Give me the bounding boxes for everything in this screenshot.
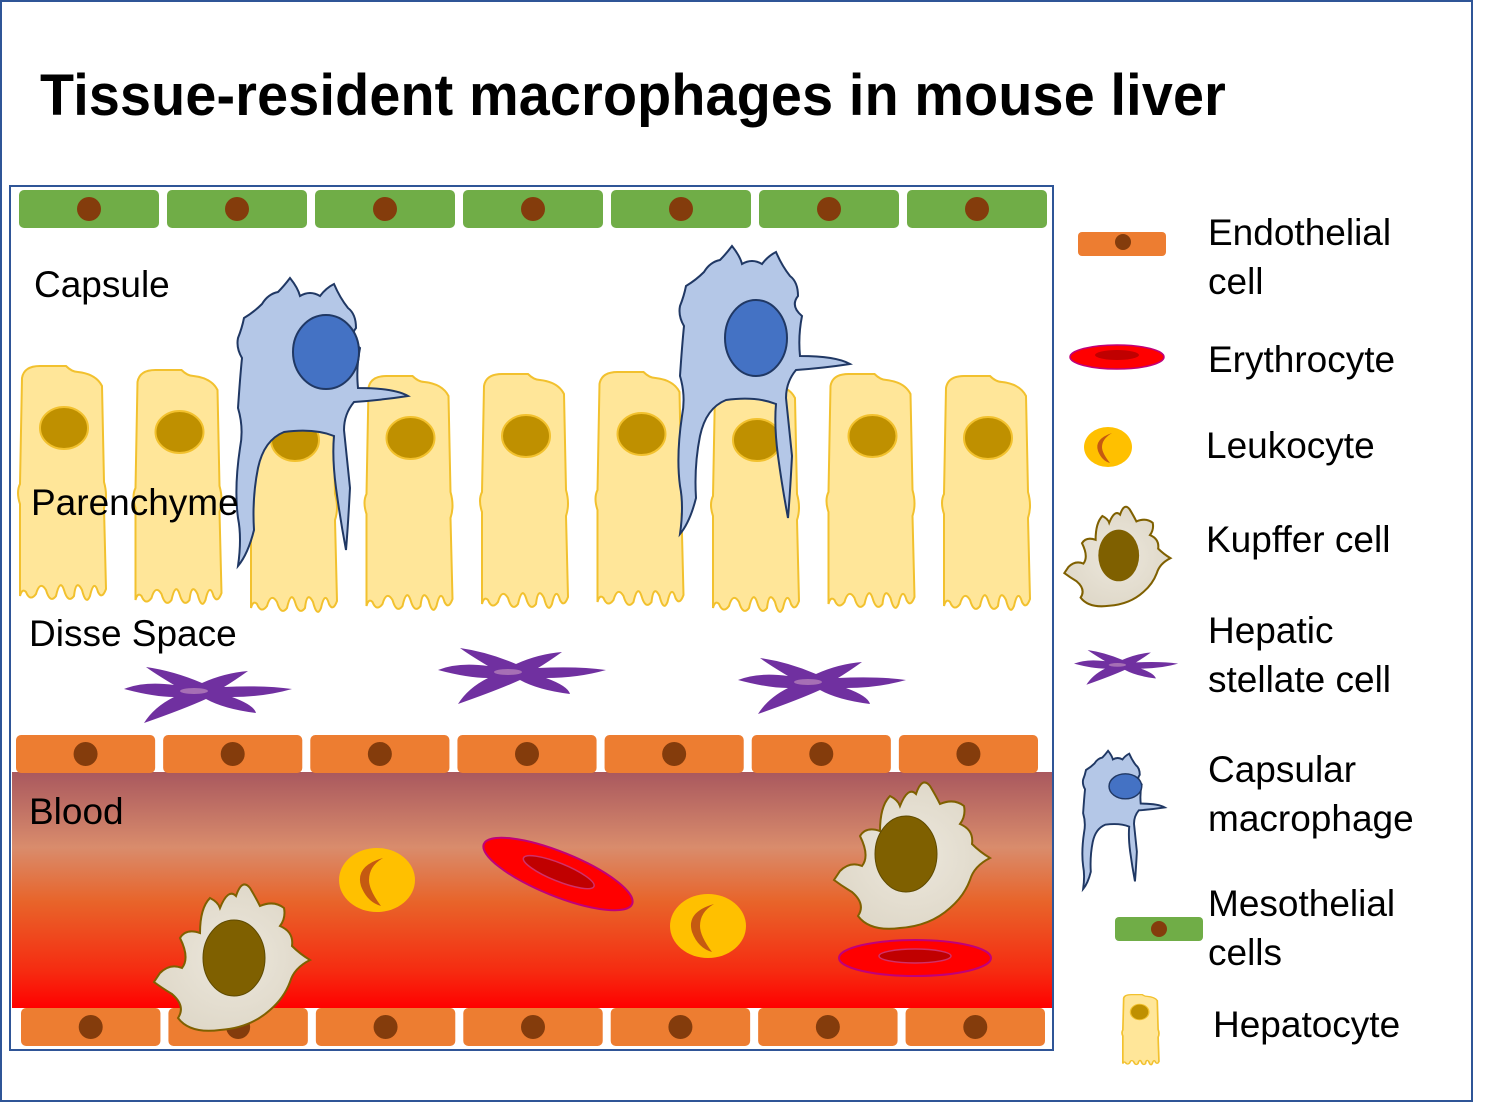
hepatocyte bbox=[941, 375, 1031, 611]
hepatocyte bbox=[479, 373, 569, 609]
kupffer-cell bbox=[153, 883, 311, 1032]
hepatocyte-nucleus bbox=[501, 414, 551, 458]
region-label-blood: Blood bbox=[29, 791, 124, 832]
hepatocyte bbox=[825, 373, 916, 609]
endothelial-cell bbox=[898, 735, 1038, 773]
legend-label-erythrocyte: Erythrocyte bbox=[1208, 339, 1396, 380]
endothelial-cell bbox=[751, 735, 891, 773]
figure-title: Tissue-resident macrophages in mouse liv… bbox=[40, 63, 1227, 128]
mesothelial-cell-row bbox=[19, 190, 1047, 228]
mesothelial-cell bbox=[315, 190, 455, 228]
region-label-capsule: Capsule bbox=[34, 264, 170, 305]
hepatocyte-nucleus bbox=[847, 414, 898, 458]
mesothelial-cell bbox=[167, 190, 307, 228]
kupffer-cell bbox=[833, 781, 991, 930]
mesothelial-cell bbox=[907, 190, 1047, 228]
endothelial-cell bbox=[457, 735, 597, 773]
cell-nucleus bbox=[225, 197, 249, 221]
hepatocyte bbox=[132, 369, 223, 605]
cell-nucleus bbox=[77, 197, 101, 221]
erythrocyte bbox=[838, 939, 992, 977]
cell-nucleus bbox=[521, 197, 545, 221]
endothelial-row-bottom bbox=[21, 1008, 1045, 1046]
hepatocyte-nucleus bbox=[385, 416, 436, 460]
kupffer-nucleus bbox=[874, 815, 938, 893]
capsular-nucleus bbox=[292, 314, 360, 390]
endothelial-cell bbox=[163, 735, 303, 773]
mesothelial-cell bbox=[611, 190, 751, 228]
endothelial-cell bbox=[310, 735, 450, 773]
hepatocyte bbox=[363, 375, 454, 611]
cell-nucleus bbox=[515, 742, 539, 766]
legend-icon-leukocyte bbox=[1084, 427, 1132, 467]
legend-label-leukocyte: Leukocyte bbox=[1206, 425, 1375, 466]
legend-label-hepatocyte: Hepatocyte bbox=[1213, 1004, 1401, 1045]
endothelial-cell bbox=[758, 1008, 898, 1046]
endothelial-cell bbox=[21, 1008, 161, 1046]
endothelial-row-top bbox=[16, 735, 1038, 773]
endothelial-cell bbox=[315, 1008, 456, 1046]
cell-nucleus bbox=[73, 742, 98, 766]
legend-icon-endothelial bbox=[1078, 232, 1166, 256]
cell-nucleus bbox=[963, 1015, 988, 1039]
cell-nucleus bbox=[668, 1015, 693, 1039]
stellate-nucleus bbox=[494, 669, 522, 675]
legend-icon-hepatocyte bbox=[1121, 993, 1160, 1066]
legend-icon-capsular bbox=[1081, 749, 1166, 890]
mesothelial-cell bbox=[759, 190, 899, 228]
cell-nucleus bbox=[373, 1015, 398, 1039]
endothelial-cell bbox=[463, 1008, 603, 1046]
cell-nucleus bbox=[662, 742, 687, 766]
cell-nucleus bbox=[809, 742, 834, 766]
cell-nucleus bbox=[373, 197, 397, 221]
cell-nucleus bbox=[367, 742, 392, 766]
endothelial-cell bbox=[16, 735, 156, 773]
hepatocyte-nucleus bbox=[732, 418, 782, 462]
legend-label-mesothelial: Mesothelial cells bbox=[1208, 883, 1396, 973]
hepatocyte-nucleus bbox=[616, 412, 667, 456]
cell-nucleus bbox=[815, 1015, 840, 1039]
legend-icon-erythrocyte bbox=[1069, 344, 1165, 370]
leukocyte bbox=[670, 894, 746, 958]
legend-icon-kupffer bbox=[1063, 505, 1172, 608]
mesothelial-cell bbox=[19, 190, 159, 228]
hepatocyte-nucleus bbox=[39, 406, 89, 450]
capsular-nucleus bbox=[724, 299, 788, 377]
hepatocyte-nucleus bbox=[154, 410, 205, 454]
endothelial-cell bbox=[610, 1008, 751, 1046]
mesothelial-cell bbox=[463, 190, 603, 228]
hepatocyte bbox=[17, 365, 107, 601]
hepatic-stellate-cell bbox=[438, 648, 606, 704]
legend-icon-mesothelial bbox=[1115, 917, 1203, 941]
stellate-nucleus bbox=[794, 679, 822, 685]
endothelial-cell bbox=[604, 735, 744, 773]
cell-nucleus bbox=[78, 1015, 103, 1039]
stellate-nucleus bbox=[180, 688, 208, 694]
legend-label-capsular: Capsular macrophage bbox=[1208, 749, 1414, 839]
cell-nucleus bbox=[817, 197, 841, 221]
region-label-disse-space: Disse Space bbox=[29, 613, 237, 654]
legend-icon-stellate bbox=[1074, 650, 1179, 685]
endothelial-cell bbox=[905, 1008, 1045, 1046]
capsular-macrophage bbox=[235, 277, 409, 567]
legend-label-stellate: Hepatic stellate cell bbox=[1208, 610, 1392, 700]
legend-label-endothelial: Endothelial cell bbox=[1208, 212, 1392, 302]
cell-nucleus bbox=[669, 197, 693, 221]
hepatocyte-nucleus bbox=[963, 416, 1013, 460]
cell-nucleus bbox=[220, 742, 245, 766]
hepatocyte-row bbox=[17, 365, 1031, 613]
cell-nucleus bbox=[521, 1015, 545, 1039]
hepatic-stellate-cell bbox=[124, 667, 292, 723]
cell-nucleus bbox=[956, 742, 981, 766]
legend-label-kupffer: Kupffer cell bbox=[1206, 519, 1391, 560]
kupffer-nucleus bbox=[202, 919, 266, 997]
erythrocyte bbox=[482, 836, 634, 912]
leukocyte bbox=[339, 848, 415, 912]
capsular-macrophage bbox=[677, 245, 851, 535]
region-label-parenchyme: Parenchyme bbox=[31, 482, 239, 523]
hepatocyte bbox=[594, 371, 685, 607]
cell-nucleus bbox=[965, 197, 989, 221]
hepatic-stellate-cell bbox=[738, 658, 906, 714]
